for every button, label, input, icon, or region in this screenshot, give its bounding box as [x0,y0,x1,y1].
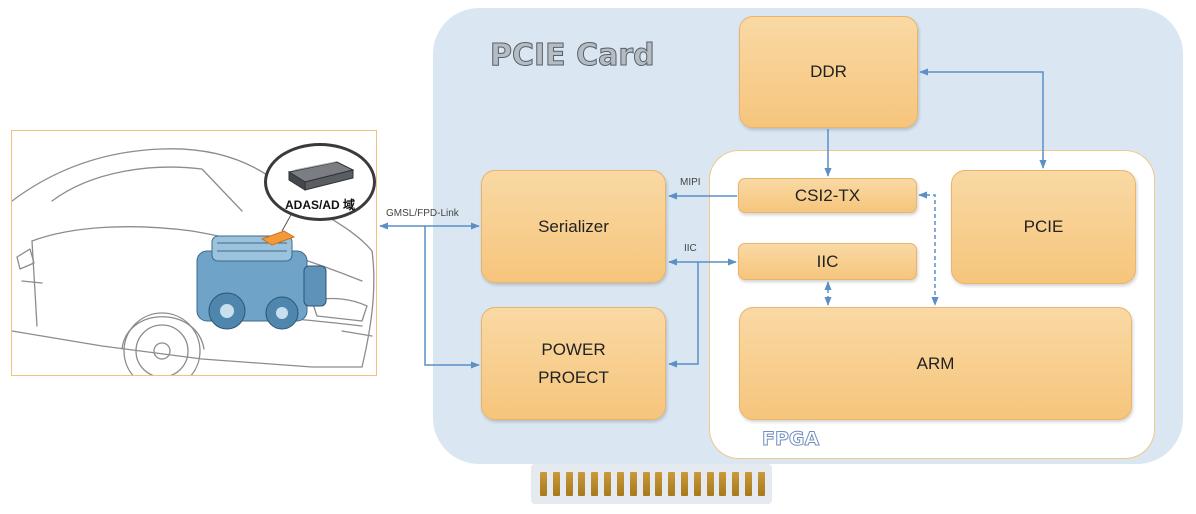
ddr-pcie-arrow [919,68,1047,169]
pcie-card-title: PCIE Card [490,38,656,74]
ecu-module-icon [287,161,355,191]
power-label-line2: PROECT [538,367,609,387]
power-protect-block: POWER PROECT [481,307,666,420]
connector-pin [578,472,586,496]
fpga-label: FPGA [761,428,820,451]
connector-pin [668,472,676,496]
connector-pin [616,472,624,496]
connector-pin [745,472,752,496]
arm-label: ARM [916,353,955,373]
iic-power-arrow [668,262,699,368]
iic-block: IIC [738,243,917,280]
gmsl-power-arrow [424,226,480,369]
gmsl-link-label: GMSL/FPD-Link [386,208,459,219]
adas-box-on-car [260,230,296,246]
connector-pin [540,472,547,496]
connector-pin [604,472,612,496]
pcie-label: PCIE [1023,217,1064,237]
engine-graphic [196,235,327,330]
csi2tx-block: CSI2-TX [738,178,917,213]
connector-pin [642,472,650,496]
connector-pin [629,472,637,496]
connector-pin [591,472,599,496]
connector-pin [552,472,560,496]
mipi-link-label: MIPI [680,177,701,188]
ddr-block: DDR [739,16,918,128]
connector-pin [693,472,701,496]
car-illustration [12,148,375,375]
serializer-label: Serializer [538,216,609,236]
connector-pin [732,472,740,496]
arm-block: ARM [739,307,1132,420]
csi-arm-dashed-arrow [918,191,939,306]
csi2tx-label: CSI2-TX [794,185,861,205]
iic-label: IIC [816,251,839,271]
power-label-line1: POWER [541,340,606,360]
adas-badge: ADAS/AD 域 [264,143,376,221]
ddr-label: DDR [810,62,847,82]
iic-link-label: IIC [684,243,697,254]
connector-pin [565,472,573,496]
pcie-block: PCIE [951,170,1136,284]
serializer-block: Serializer [481,170,666,283]
connector-pin [719,472,727,496]
adas-badge-label: ADAS/AD 域 [284,198,355,212]
connector-pin [655,472,663,496]
connector-pin [680,472,688,496]
connector-pin [757,472,765,496]
connector-pin [706,472,714,496]
edge-connector-pins [540,472,765,496]
